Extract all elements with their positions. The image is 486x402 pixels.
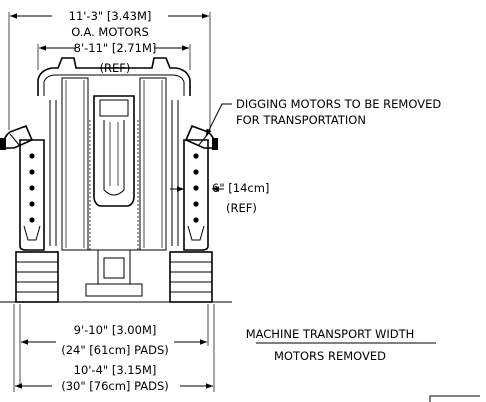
side-offset-value: 6" [14cm] [212,181,269,195]
width-24-dimension [19,304,209,386]
overall-motors-value: 11'-3" [3.43M] [69,9,152,23]
side-offset-note: (REF) [226,201,257,215]
left-track [15,251,59,303]
width-24-value: 9'-10" [3.00M] [74,323,157,337]
machine-body [19,57,209,297]
motor-callout-line2: FOR TRANSPORTATION [236,113,366,127]
left-digging-motor [0,124,34,150]
width-24-pads: (24" [61cm] PADS) [61,343,169,357]
transport-note-line1: MACHINE TRANSPORT WIDTH [246,327,415,341]
ref-width-dimension [37,44,191,70]
ref-width-value: 8'-11" [2.71M] [74,41,157,55]
transport-note-line2: MOTORS REMOVED [274,349,386,363]
corner-mark [429,395,480,402]
overall-motors-label: O.A. MOTORS [71,25,149,39]
right-track [169,251,213,303]
width-30-dimension [13,304,215,392]
width-30-value: 10'-4" [3.15M] [74,363,157,377]
width-30-pads: (30" [76cm] PADS) [61,379,169,393]
ref-width-note: (REF) [100,61,131,75]
motor-callout-line1: DIGGING MOTORS TO BE REMOVED [236,97,441,111]
right-digging-motor [184,124,218,150]
overall-motors-dimension [8,12,211,130]
motor-callout-leader [205,103,232,137]
